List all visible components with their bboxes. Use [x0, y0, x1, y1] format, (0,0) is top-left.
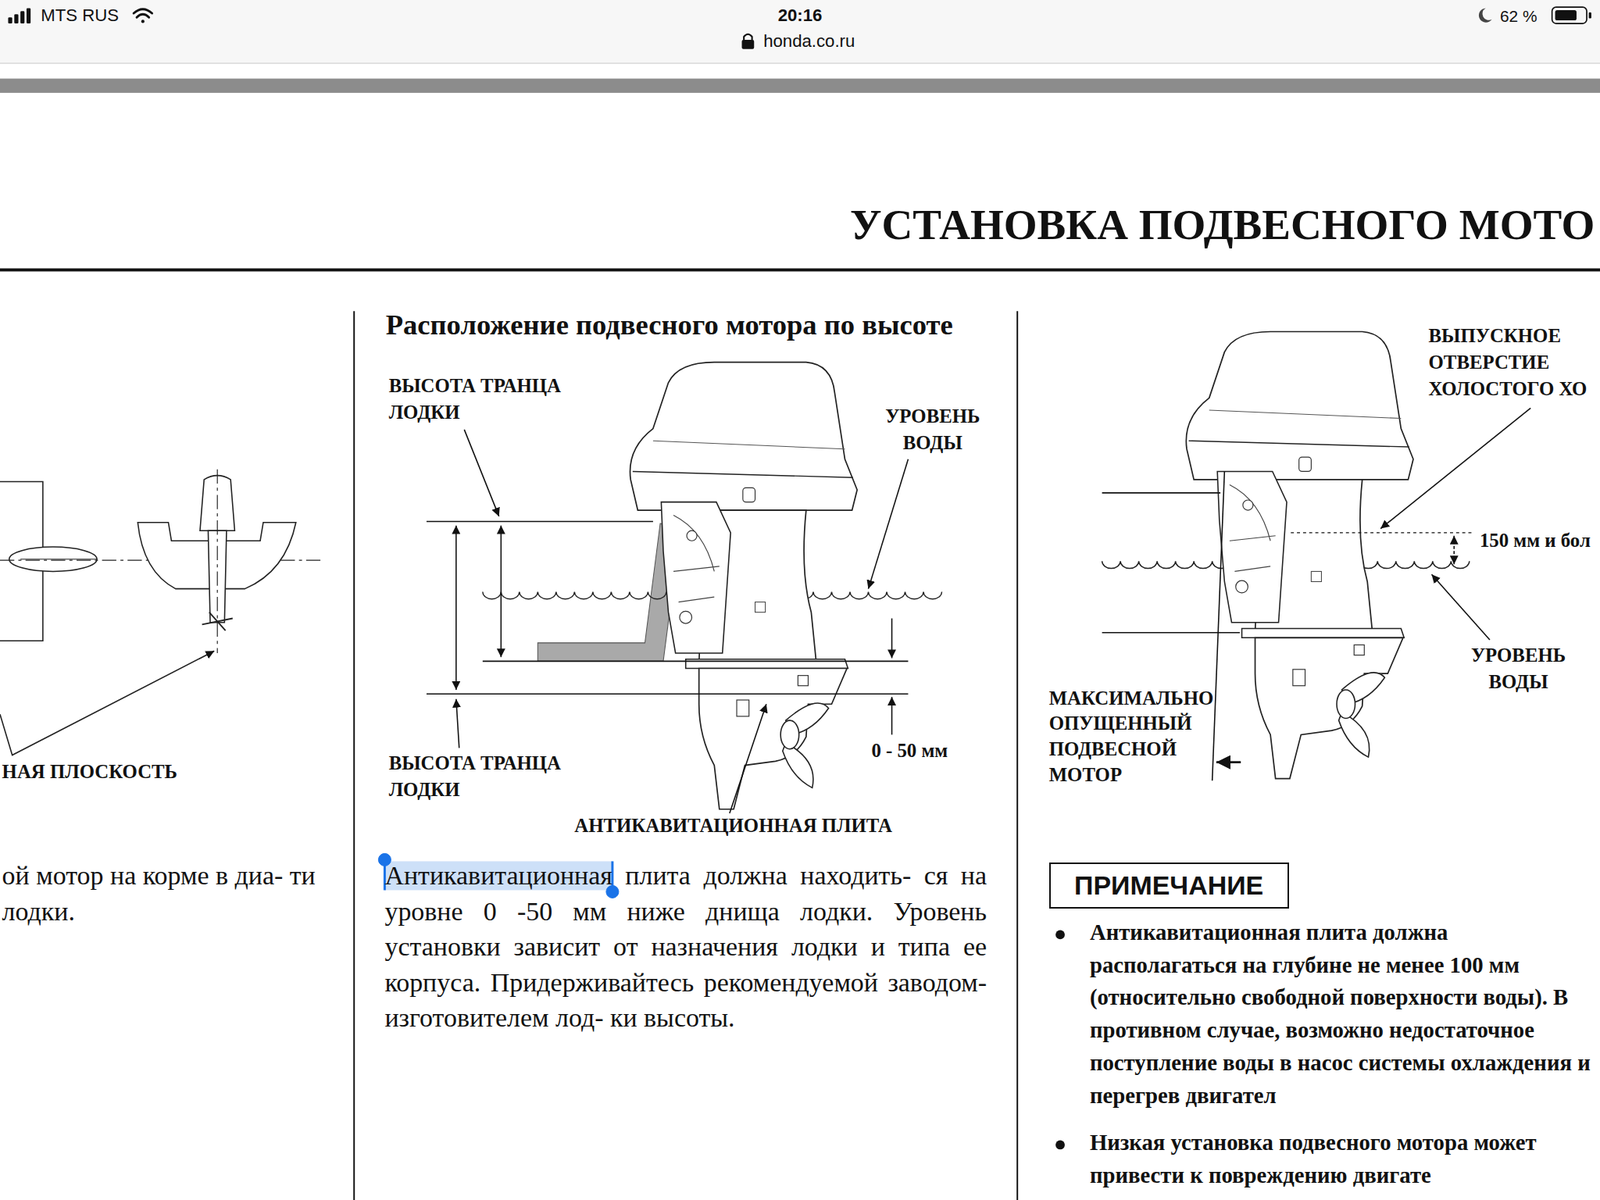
column-rule	[353, 310, 355, 1200]
status-bar	[0, 0, 1600, 64]
title-rule	[0, 268, 1600, 272]
grey-bar	[0, 78, 1600, 93]
part-label: ВЫПУСКНОЕ ОТВЕРСТИЕ ХОЛОСТОГО ХО	[1428, 322, 1599, 403]
part-label: УРОВЕНЬ ВОДЫ	[875, 403, 990, 457]
battery-icon	[1552, 7, 1592, 24]
note-text: Антикавитационная плита должна располага…	[1089, 916, 1597, 1113]
note-box: ПРИМЕЧАНИЕ	[1049, 862, 1290, 909]
section-heading: Расположение подвесного мотора по высоте	[385, 307, 954, 343]
left-figure	[0, 469, 322, 756]
battery-percent: 62 %	[1500, 6, 1538, 26]
dimension-label: ВЫСОТА ТРАНЦА ЛОДКИ	[389, 750, 593, 804]
part-label: НАЯ ПЛОСКОСТЬ	[2, 760, 178, 784]
column-rule	[1016, 310, 1018, 1200]
dimension-value: 150 мм и бол	[1479, 528, 1591, 553]
middle-figure	[426, 362, 943, 814]
note-heading: ПРИМЕЧАНИЕ	[1074, 869, 1264, 902]
part-label: АНТИКАВИТАЦИОННАЯ ПЛИТА	[574, 814, 893, 838]
moon-icon	[1478, 7, 1493, 22]
clock: 20:16	[778, 5, 823, 27]
url: honda.co.ru	[763, 31, 855, 53]
carrier-name: MTS RUS	[40, 5, 119, 27]
wifi-icon	[133, 9, 153, 24]
page-title: УСТАНОВКА ПОДВЕСНОГО МОТО	[850, 196, 1595, 254]
body-text: ой мотор на корме в диа- ти лодки.	[2, 857, 340, 929]
part-label: МАКСИМАЛЬНО ОПУЩЕННЫЙ ПОДВЕСНОЙ МОТОР	[1049, 685, 1218, 789]
lock-icon	[742, 34, 755, 50]
note-text: Низкая установка подвесного мотора может…	[1089, 1126, 1597, 1193]
dimension-label: ВЫСОТА ТРАНЦА ЛОДКИ	[389, 372, 593, 426]
status-border	[0, 62, 1600, 64]
part-label: УРОВЕНЬ ВОДЫ	[1460, 642, 1575, 696]
bullet	[1055, 930, 1065, 1150]
body-text: Антикавитационная плита должна находить-…	[384, 857, 987, 1036]
signal-icon	[7, 7, 31, 24]
dimension-value: 0 - 50 мм	[871, 739, 948, 763]
